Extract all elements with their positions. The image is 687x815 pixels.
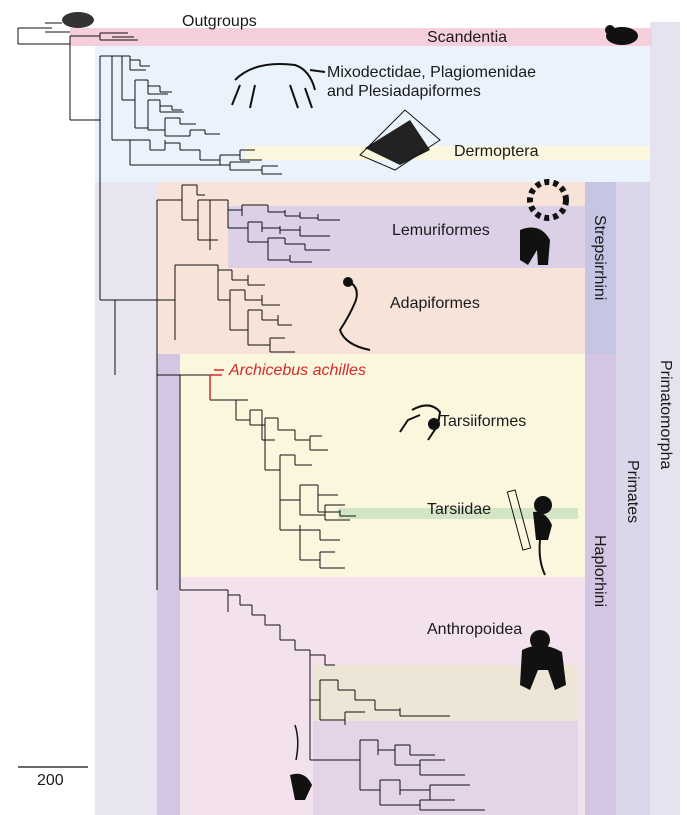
lemuriformes-label: Lemuriformes <box>392 222 490 240</box>
mixodectidae-label-1: Mixodectidae, Plagiomenidae <box>327 64 536 82</box>
treeshrew-icon <box>605 25 638 45</box>
primatomorpha-label: Primatomorpha <box>656 360 674 469</box>
tarsiidae-label: Tarsiidae <box>427 501 491 519</box>
strepsirrhini-label: Strepsirrhini <box>590 215 608 300</box>
mixodectidae-label-2: and Plesiadapiformes <box>327 83 481 101</box>
adapiformes-label: Adapiformes <box>390 295 480 313</box>
tarsiiformes-label: Tarsiiformes <box>440 413 526 431</box>
tarsier-icon <box>507 490 552 575</box>
haplorhini-label: Haplorhini <box>590 535 608 607</box>
scandentia-label: Scandentia <box>427 29 507 47</box>
lemur-icon <box>520 182 566 265</box>
archicebus-label: Archicebus achilles <box>229 362 366 380</box>
hedgehog-icon <box>62 12 94 28</box>
plesiadapiform-skeleton-icon <box>232 64 325 108</box>
dermoptera-label: Dermoptera <box>454 143 538 161</box>
adapiform-skeleton-icon <box>340 278 370 350</box>
scale-label: 200 <box>37 772 64 790</box>
anthropoidea-label: Anthropoidea <box>427 621 522 639</box>
monkey-icon <box>290 725 312 800</box>
primates-label: Primates <box>623 460 641 523</box>
chimpanzee-icon <box>520 630 566 690</box>
outgroups-label: Outgroups <box>182 13 257 31</box>
tarsier-skeleton-icon <box>400 405 440 440</box>
archicebus-branch <box>210 370 224 400</box>
colugo-icon <box>360 110 440 170</box>
